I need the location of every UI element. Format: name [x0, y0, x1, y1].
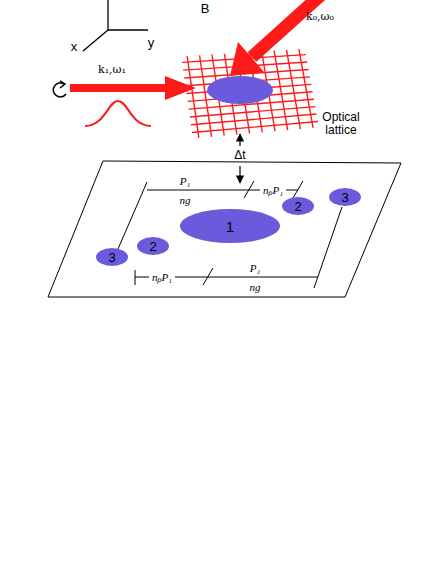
circular-polarization-symbol — [53, 81, 66, 97]
cloud-number: 3 — [341, 191, 348, 204]
spacing-label: nₚP₁ — [260, 184, 286, 196]
lattice-label: Optical lattice — [312, 111, 370, 137]
dimension-lines — [118, 181, 342, 288]
atom-cloud-ellipse: 2 — [282, 197, 314, 215]
axis-label: B — [200, 2, 211, 16]
coordinate-axes — [83, 0, 148, 51]
image-plane — [48, 161, 401, 297]
beam-label: k₁,ω₁ — [97, 64, 127, 76]
atom-cloud-ellipse: 3 — [96, 248, 128, 266]
beam-label: k₀,ω₀ — [305, 11, 335, 23]
cloud-number: 3 — [108, 251, 115, 264]
axis-label: y — [147, 36, 156, 50]
cloud-number: 2 — [294, 200, 301, 213]
fraction-numerator: P₁ — [249, 262, 262, 274]
delay-label: Δt — [233, 149, 246, 162]
atom-cloud-ellipse: 1 — [180, 209, 280, 243]
optical-lattice-grid — [182, 49, 318, 138]
gaussian-pulse — [85, 101, 151, 126]
spacing-label: nₚP₁ — [149, 271, 175, 283]
fraction-denominator: ng — [179, 194, 192, 206]
atom-cloud-ellipse: 2 — [137, 237, 169, 255]
cloud-number: 2 — [149, 240, 156, 253]
fraction-denominator: ng — [249, 281, 262, 293]
cloud-number: 1 — [226, 219, 234, 234]
atom-cloud-ellipse: 3 — [329, 188, 361, 206]
axis-label: x — [70, 40, 79, 54]
atom-cloud — [207, 76, 273, 104]
fraction-numerator: P₁ — [179, 175, 192, 187]
probe-beam-arrow — [70, 76, 196, 100]
